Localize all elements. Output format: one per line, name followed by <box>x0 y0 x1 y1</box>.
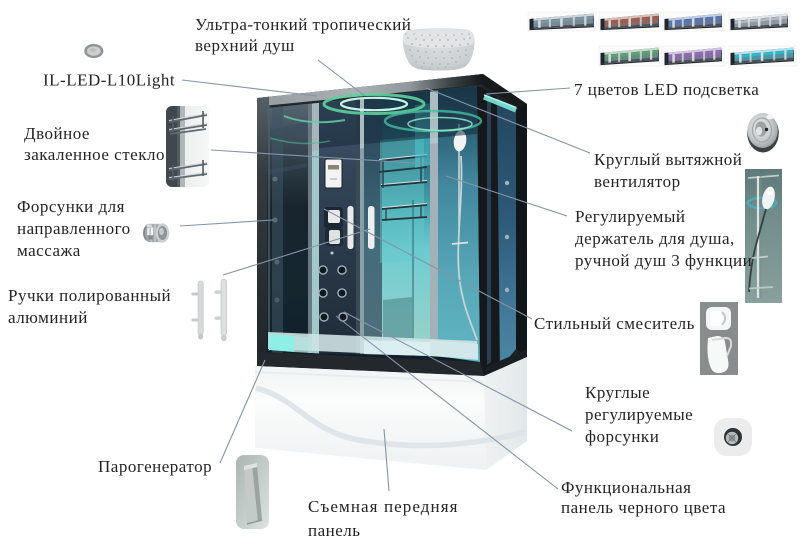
svg-text:Двойное: Двойное <box>24 124 90 143</box>
svg-text:Ультра-тонкий тропический: Ультра-тонкий тропический <box>195 15 411 34</box>
svg-text:направленного: направленного <box>17 219 131 238</box>
svg-text:вентилятор: вентилятор <box>594 172 681 191</box>
svg-text:Круглые: Круглые <box>585 383 650 402</box>
svg-text:закаленное стекло: закаленное стекло <box>24 145 165 164</box>
svg-text:IL-LED-L10Light: IL-LED-L10Light <box>43 71 175 90</box>
svg-text:форсунки: форсунки <box>585 427 659 446</box>
svg-text:Функциональная: Функциональная <box>561 478 691 497</box>
svg-text:Ручки полированный: Ручки полированный <box>8 286 171 305</box>
svg-text:массажа: массажа <box>17 241 81 260</box>
svg-text:Регулируемый: Регулируемый <box>575 207 685 226</box>
svg-text:7 цветов LED подсветка: 7 цветов LED подсветка <box>574 80 759 99</box>
svg-text:панель черного цвета: панель черного цвета <box>561 498 726 517</box>
svg-text:Форсунки для: Форсунки для <box>17 197 125 216</box>
svg-text:верхний душ: верхний душ <box>195 36 295 55</box>
svg-text:ручной душ 3 функции: ручной душ 3 функции <box>575 251 752 270</box>
svg-text:панель: панель <box>308 521 361 540</box>
svg-text:Съемная передняя: Съемная передняя <box>308 497 459 516</box>
svg-text:алюминий: алюминий <box>8 308 88 327</box>
svg-text:Парогенератор: Парогенератор <box>98 457 212 476</box>
svg-text:Стильный смеситель: Стильный смеситель <box>534 314 695 333</box>
svg-text:держатель для душа,: держатель для душа, <box>575 229 735 248</box>
svg-text:Круглый вытяжной: Круглый вытяжной <box>594 150 742 169</box>
svg-text:регулируемые: регулируемые <box>585 405 693 424</box>
